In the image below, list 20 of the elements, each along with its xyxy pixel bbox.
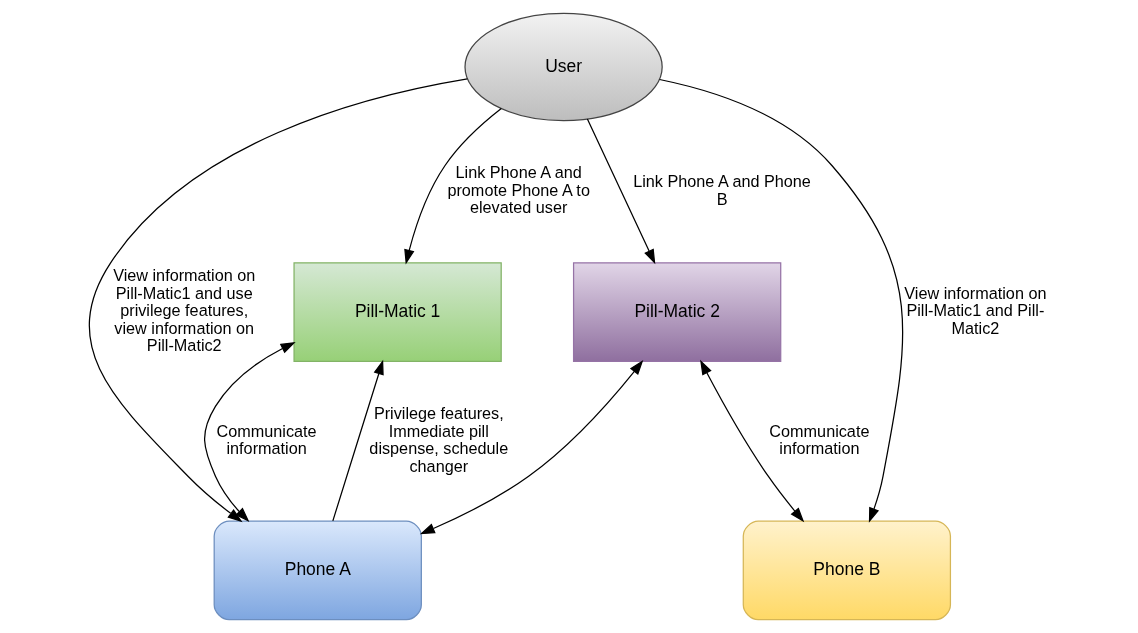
arrow	[700, 359, 805, 523]
node-box: Phone A	[213, 520, 422, 621]
arrow	[204, 342, 296, 523]
arrow	[658, 78, 904, 523]
arrow	[586, 118, 656, 265]
node-box: Pill-Matic 1	[293, 262, 502, 363]
edge-label: Privilege features, Immediate pill dispense, schedule changer	[369, 404, 509, 475]
edge-label: Communicate information	[216, 421, 317, 458]
node-ellipse: User	[464, 12, 663, 122]
node-box: Pill-Matic 2	[572, 262, 782, 363]
arrow	[419, 360, 644, 535]
arrow	[332, 359, 384, 522]
edge-label: View information on Pill-Matic1 and use privilege features, view information on Pill-Matic2	[113, 266, 256, 355]
arrow	[404, 107, 502, 265]
edge-label: Communicate information	[769, 421, 870, 458]
edge-label: Link Phone A and Phone B	[633, 172, 811, 208]
arrow	[88, 78, 468, 523]
edge-label: Link Phone A and promote Phone A to elevated user	[447, 163, 590, 217]
node-box: Phone B	[742, 520, 952, 621]
edge-label: View information on Pill-Matic1 and Pill-Matic2	[904, 283, 1047, 337]
